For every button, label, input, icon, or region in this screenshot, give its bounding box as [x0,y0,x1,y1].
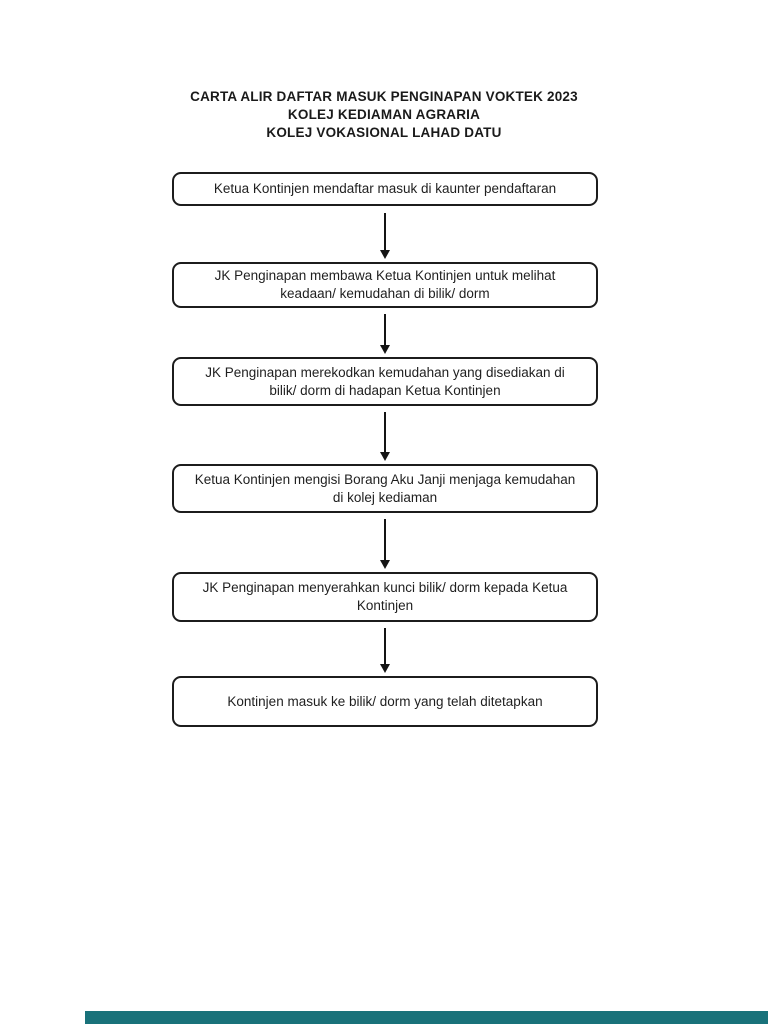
viewer-bottom-bar [85,1011,768,1024]
title-line-2: KOLEJ KEDIAMAN AGRARIA [287,107,481,122]
arrow-line [384,628,386,664]
arrow-down-icon [380,664,390,673]
flow-arrow-3 [378,412,392,461]
flow-step-1-label: Ketua Kontinjen mendaftar masuk di kaunt… [213,181,557,196]
arrow-line [384,519,386,560]
title-line-3: KOLEJ VOKASIONAL LAHAD DATU [266,125,502,140]
flow-step-3: JK Penginapan merekodkan kemudahan yang … [172,357,598,406]
flow-arrow-4 [378,519,392,569]
flow-step-4-label: Ketua Kontinjen mengisi Borang Aku Janji… [194,471,576,505]
flow-arrow-1 [378,213,392,259]
flow-step-6-label: Kontinjen masuk ke bilik/ dorm yang tela… [227,693,543,709]
flow-step-4: Ketua Kontinjen mengisi Borang Aku Janji… [172,464,598,513]
flow-step-6: Kontinjen masuk ke bilik/ dorm yang tela… [172,676,598,727]
arrow-line [384,412,386,452]
flow-step-5: JK Penginapan menyerahkan kunci bilik/ d… [172,572,598,622]
flow-arrow-5 [378,628,392,673]
arrow-down-icon [380,345,390,354]
flow-step-3-label: JK Penginapan merekodkan kemudahan yang … [205,364,565,398]
flow-step-2-label: JK Penginapan membawa Ketua Kontinjen un… [214,268,556,301]
title-line-1: CARTA ALIR DAFTAR MASUK PENGINAPAN VOKTE… [190,89,578,104]
arrow-down-icon [380,250,390,259]
arrow-line [384,314,386,345]
flow-arrow-2 [378,314,392,354]
arrow-line [384,213,386,250]
flow-step-5-label: JK Penginapan menyerahkan kunci bilik/ d… [202,580,568,613]
flow-step-2: JK Penginapan membawa Ketua Kontinjen un… [172,262,598,308]
arrow-down-icon [380,452,390,461]
flow-step-1: Ketua Kontinjen mendaftar masuk di kaunt… [172,172,598,206]
arrow-down-icon [380,560,390,569]
document-title: CARTA ALIR DAFTAR MASUK PENGINAPAN VOKTE… [0,88,768,142]
